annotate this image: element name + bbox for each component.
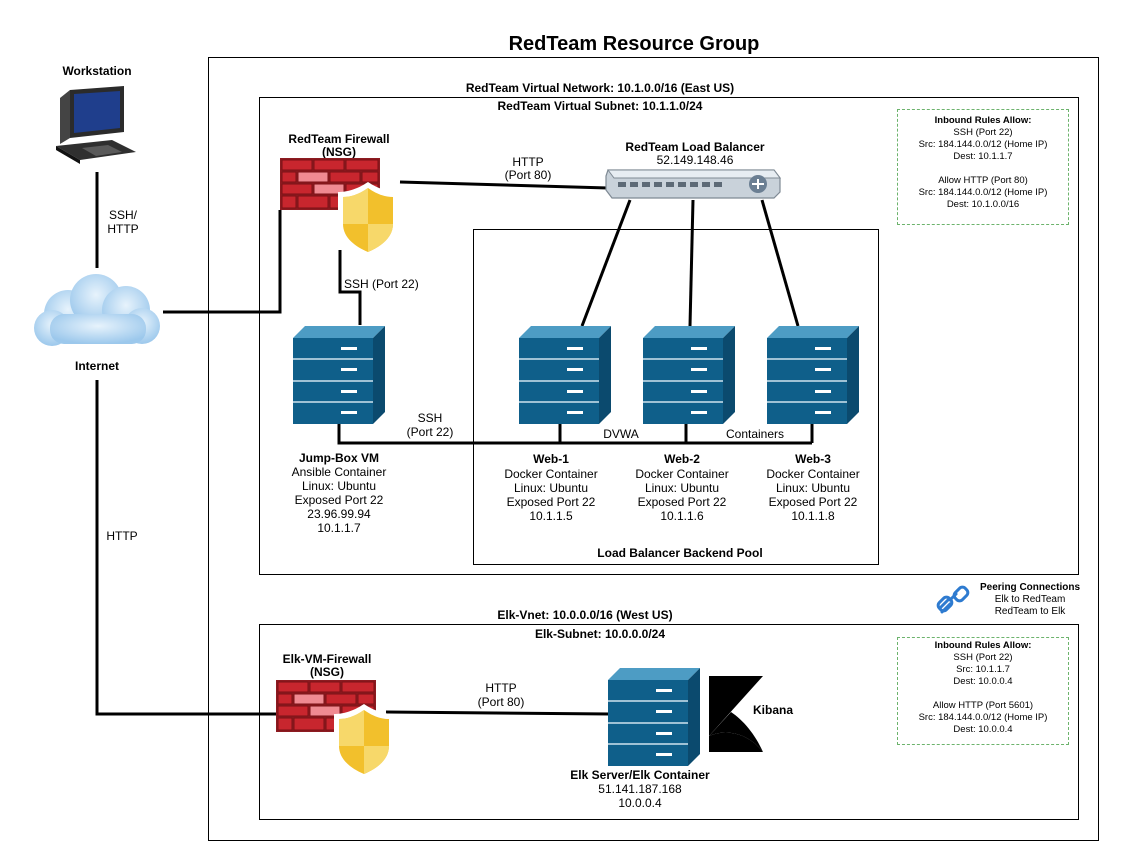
elk-server-public-ip: 51.141.187.168 <box>598 782 682 796</box>
elk-firewall-label: Elk-VM-Firewall <box>282 652 372 666</box>
elk-rules-title: Inbound Rules Allow: <box>934 640 1032 651</box>
internet-http-label: HTTP <box>106 529 138 543</box>
web-3-name: Web-3 <box>795 452 831 466</box>
peering-line-1: Elk to RedTeam <box>994 594 1066 605</box>
elk-rules-line: Src: 10.1.1.7 <box>956 664 1010 675</box>
web-3-line: 10.1.1.8 <box>791 509 835 523</box>
bus-dvwa-label: DVWA <box>596 427 646 441</box>
web-1-line: Docker Container <box>504 467 598 481</box>
web-2-line: 10.1.1.6 <box>660 509 704 523</box>
web-2-line: Linux: Ubuntu <box>644 481 720 495</box>
workstation-icon <box>56 86 136 164</box>
redteam-rules-line: Src: 184.144.0.0/12 (Home IP) <box>918 187 1048 198</box>
redteam-rules-line: Dest: 10.1.0.0/16 <box>946 199 1020 210</box>
firewall-nsg-label: (NSG) <box>322 145 356 159</box>
jumpbox-line: 23.96.99.94 <box>307 507 371 521</box>
elk-server-name: Elk Server/Elk Container <box>570 768 710 782</box>
elk-subnet-box <box>259 624 1079 820</box>
elk-inbound-rules-box <box>897 637 1069 745</box>
elk-rules-line: Dest: 10.0.0.4 <box>953 724 1013 735</box>
bus-containers-label: Containers <box>722 427 788 441</box>
jump-ssh-link-label-1: SSH <box>417 411 443 425</box>
web-1-name: Web-1 <box>533 452 569 466</box>
http-link-label-2: (Port 80) <box>504 168 552 182</box>
web-2-name: Web-2 <box>664 452 700 466</box>
web-1-server-icon <box>519 326 611 424</box>
kibana-logo-icon <box>709 676 763 752</box>
workstation-label: Workstation <box>62 64 132 78</box>
resource-group-box <box>208 57 1099 841</box>
redteam-vnet-label: RedTeam Virtual Network: 10.1.0.0/16 (Ea… <box>465 81 735 95</box>
backend-pool-box <box>473 229 879 565</box>
elk-firewall-icon <box>276 680 394 780</box>
workstation-link-label-1: SSH/ <box>108 208 137 222</box>
web-1-line: 10.1.1.5 <box>529 509 573 523</box>
jumpbox-line: Exposed Port 22 <box>294 493 384 507</box>
elk-server-private-ip: 10.0.0.4 <box>618 796 662 810</box>
web-3-line: Exposed Port 22 <box>768 495 858 509</box>
elk-server-icon <box>608 668 700 766</box>
diagram-title: RedTeam Resource Group <box>508 33 760 55</box>
elk-rules-line: Allow HTTP (Port 5601) <box>932 700 1034 711</box>
elk-vnet-label: Elk-Vnet: 10.0.0.0/16 (West US) <box>497 608 673 622</box>
internet-label: Internet <box>74 359 119 373</box>
internet-cloud-icon <box>34 274 160 346</box>
load-balancer-label: RedTeam Load Balancer <box>625 140 765 154</box>
backend-pool-label: Load Balancer Backend Pool <box>597 546 763 560</box>
firewall-icon <box>280 158 398 258</box>
elk-http-link-label-1: HTTP <box>485 681 517 695</box>
http-link-label-1: HTTP <box>512 155 544 169</box>
jumpbox-line: 10.1.1.7 <box>317 521 361 535</box>
redteam-rules-line: Dest: 10.1.1.7 <box>953 151 1013 162</box>
elk-subnet-label: Elk-Subnet: 10.0.0.0/24 <box>534 627 666 641</box>
jumpbox-server-icon <box>293 326 385 424</box>
peering-link-icon <box>936 585 970 614</box>
jumpbox-line: Ansible Container <box>291 465 387 479</box>
peering-line-2: RedTeam to Elk <box>994 606 1066 617</box>
web-3-line: Docker Container <box>766 467 860 481</box>
redteam-rules-line: Src: 184.144.0.0/12 (Home IP) <box>918 139 1048 150</box>
web-3-server-icon <box>767 326 859 424</box>
jumpbox-name: Jump-Box VM <box>298 451 379 465</box>
web-2-line: Exposed Port 22 <box>637 495 727 509</box>
jump-ssh-link-label-2: (Port 22) <box>406 425 454 439</box>
web-2-server-icon <box>643 326 735 424</box>
web-1-line: Exposed Port 22 <box>506 495 596 509</box>
redteam-subnet-box <box>259 97 1079 575</box>
elk-http-link-label-2: (Port 80) <box>477 695 525 709</box>
elk-rules-line: SSH (Port 22) <box>953 652 1013 663</box>
redteam-subnet-label: RedTeam Virtual Subnet: 10.1.1.0/24 <box>497 99 703 113</box>
load-balancer-icon <box>605 169 781 199</box>
elk-rules-line: Src: 184.144.0.0/12 (Home IP) <box>918 712 1048 723</box>
redteam-rules-title: Inbound Rules Allow: <box>934 115 1032 126</box>
load-balancer-ip: 52.149.148.46 <box>656 153 734 167</box>
jumpbox-line: Linux: Ubuntu <box>301 479 377 493</box>
web-3-line: Linux: Ubuntu <box>775 481 851 495</box>
elk-firewall-nsg-label: (NSG) <box>310 665 344 679</box>
web-2-line: Docker Container <box>635 467 729 481</box>
redteam-rules-line: Allow HTTP (Port 80) <box>938 175 1028 186</box>
elk-rules-line: Dest: 10.0.0.4 <box>953 676 1013 687</box>
peering-title: Peering Connections <box>979 582 1080 593</box>
workstation-link-label-2: HTTP <box>107 222 139 236</box>
kibana-label: Kibana <box>752 703 793 717</box>
web-1-line: Linux: Ubuntu <box>513 481 589 495</box>
fw-ssh-link-label: SSH (Port 22) <box>344 277 419 291</box>
redteam-rules-line: SSH (Port 22) <box>953 127 1013 138</box>
firewall-label: RedTeam Firewall <box>288 132 390 146</box>
redteam-inbound-rules-box <box>897 109 1069 225</box>
